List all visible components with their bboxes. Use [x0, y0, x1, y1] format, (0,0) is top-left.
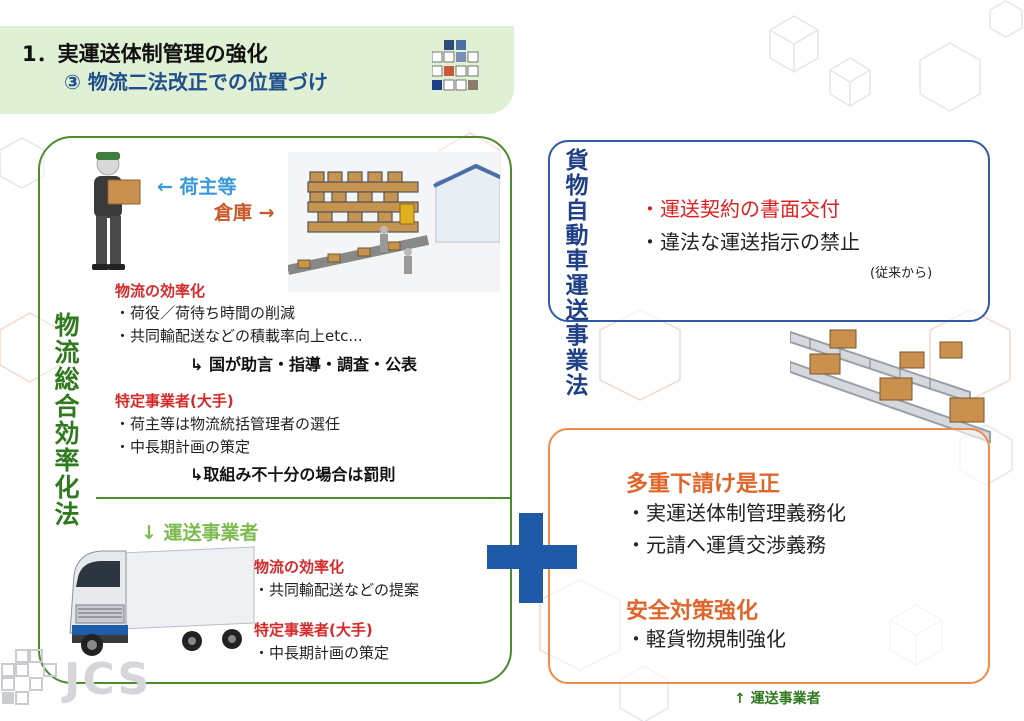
subcontract-measure-item: ・実運送体制管理義務化 [626, 501, 846, 525]
jcs-logo-mark-icon [1, 649, 57, 705]
conveyor-illustration [790, 329, 991, 444]
law-name-vertical: 貨物自動車運送事業法 [561, 148, 587, 398]
shipper-label: ← 荷主等 [157, 176, 237, 198]
truck-illustration [69, 546, 255, 656]
law-name-vertical: 物流総合効率化法 [51, 312, 80, 528]
warehouse-label: 倉庫 → [214, 202, 275, 224]
jcs-logo: JCS [0, 648, 180, 708]
panel-divider [96, 497, 512, 499]
shipper-efficiency-heading: 物流の効率化 [115, 282, 206, 300]
carrier-specified-item: ・中長期計画の策定 [254, 644, 390, 662]
plus-icon [487, 545, 577, 569]
shipper-specified-item: ・中長期計画の策定 [115, 438, 251, 456]
shipper-efficiency-item: ・共同輸配送などの積載率向上etc... [115, 327, 363, 345]
contract-document-item: ・運送契約の書面交付 [640, 197, 840, 221]
title-banner [0, 26, 514, 114]
page-title: 1．実運送体制管理の強化 [22, 42, 268, 66]
carrier-label: ↓ 運送事業者 [141, 522, 259, 544]
carrier-specified-heading: 特定事業者(大手) [254, 621, 373, 639]
mosaic-logo-icon [432, 40, 479, 91]
shipper-specified-item: ・荷主等は物流統括管理者の選任 [115, 415, 341, 433]
motor-truck-transport-law-panel [548, 140, 990, 322]
illegal-instruction-item: ・違法な運送指示の禁止 [640, 230, 860, 254]
carrier-efficiency-heading: 物流の効率化 [254, 558, 345, 576]
government-action-note: ↳ 国が助言・指導・調査・公表 [190, 355, 417, 374]
worker-carrying-box-illustration [92, 152, 141, 270]
safety-heading: 安全対策強化 [626, 599, 759, 624]
carrier-efficiency-item: ・共同輸配送などの提案 [254, 581, 420, 599]
shipper-efficiency-item: ・荷役／荷待ち時間の削減 [115, 304, 296, 322]
subcontract-correction-heading: 多重下請け是正 [626, 472, 781, 497]
jcs-logo-text: JCS [64, 654, 152, 705]
penalty-note: ↳取組み不十分の場合は罰則 [190, 465, 396, 484]
warehouse-illustration [288, 152, 500, 292]
conventional-note: (従来から) [870, 266, 933, 281]
safety-measure-item: ・軽貨物規制強化 [626, 627, 786, 651]
subcontract-measure-item: ・元請へ運賃交渉義務 [626, 533, 826, 557]
carrier-footer-label: ↑ 運送事業者 [734, 691, 821, 707]
shipper-specified-heading: 特定事業者(大手) [115, 392, 234, 410]
page-subtitle: ③ 物流二法改正での位置づけ [64, 70, 328, 94]
